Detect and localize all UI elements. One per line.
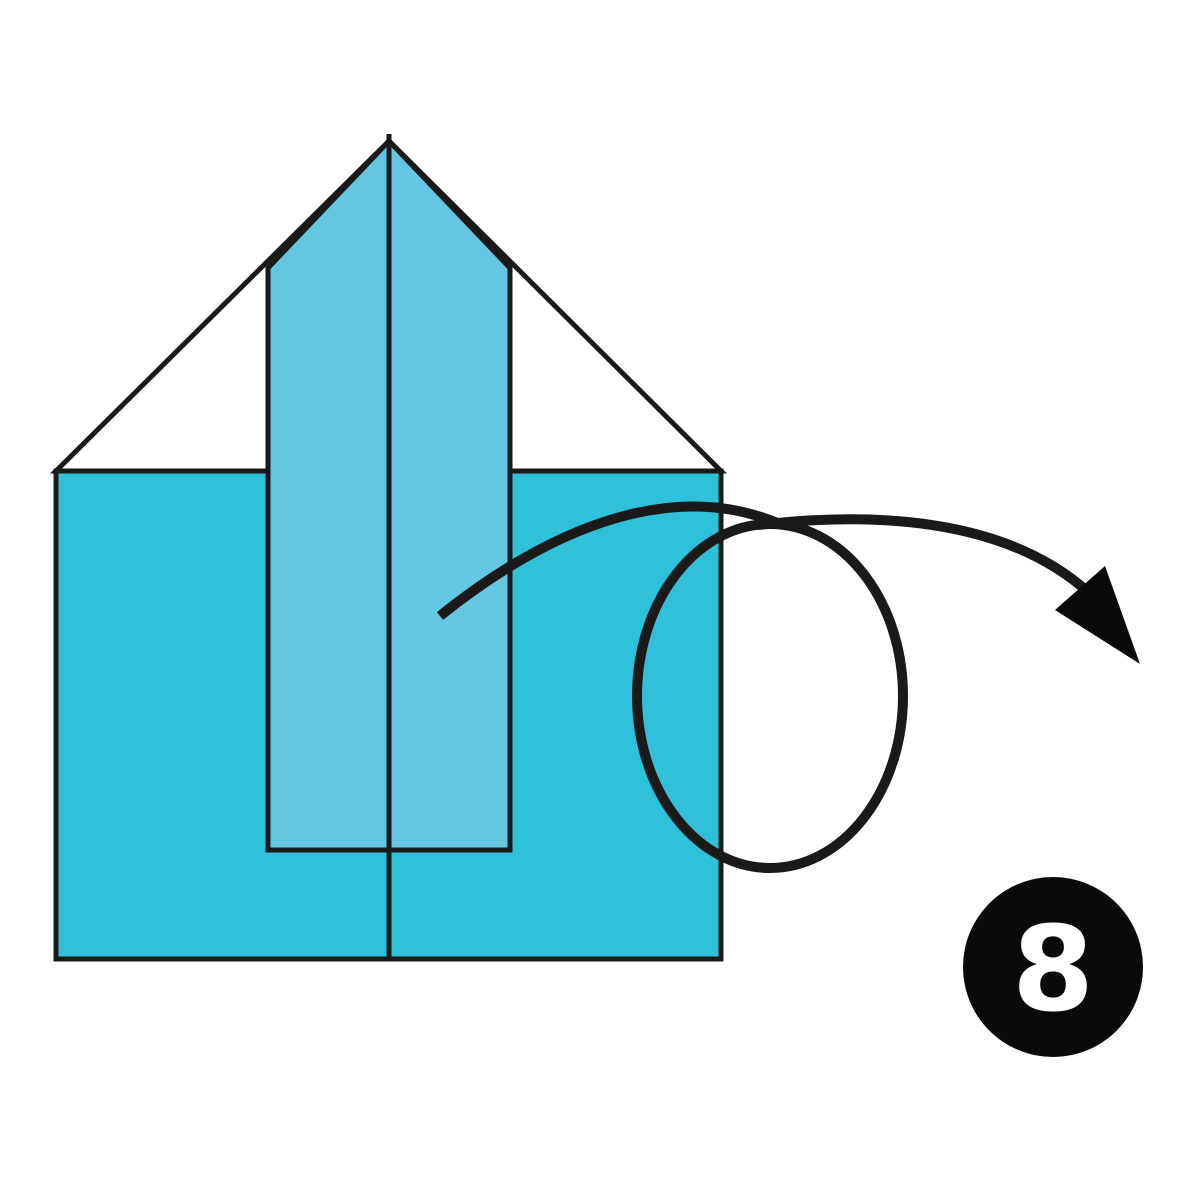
paper-model [49, 134, 728, 962]
step-badge: 8 [963, 877, 1143, 1057]
arrow-exit-curve [757, 514, 1092, 596]
step-badge-circle [963, 877, 1143, 1057]
step-number-label: 8 [1012, 900, 1094, 1038]
turn-over-arrow-icon [436, 501, 1140, 873]
arrow-lead-curve [436, 501, 785, 620]
arrow-head [1055, 566, 1140, 664]
